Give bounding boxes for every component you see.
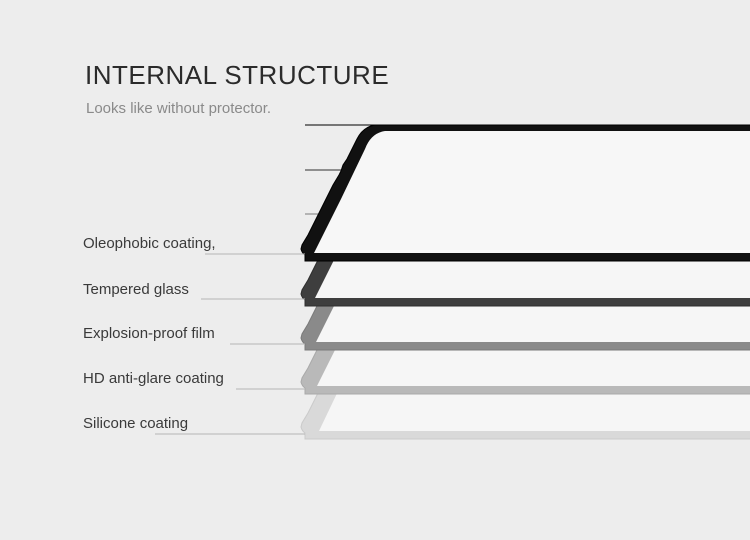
layer-label-silicone-coating: Silicone coating (83, 415, 189, 432)
page-title: INTERNAL STRUCTURE (85, 60, 390, 90)
layer-label-oleophobic: Oleophobic coating, (83, 235, 216, 252)
leader-lines (155, 253, 305, 435)
layer-oleophobic-coating (300, 124, 750, 262)
layer-label-explosion-proof-film: Explosion-proof film (83, 325, 215, 342)
page-subtitle: Looks like without protector. (86, 100, 272, 117)
layer-label-tempered-glass: Tempered glass (83, 281, 189, 298)
layer-label-hd-anti-glare: HD anti-glare coating (83, 370, 224, 387)
